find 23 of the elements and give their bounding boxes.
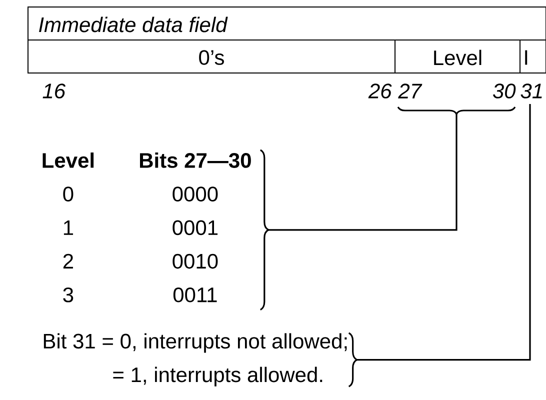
note-text: = 1, interrupts allowed. <box>113 366 322 386</box>
bracket-connector <box>348 104 531 388</box>
table-cell: Level <box>42 152 94 168</box>
field-box: 0’s <box>28 40 396 74</box>
bit-number: 27 <box>398 84 422 98</box>
table-cell: 2 <box>63 254 73 268</box>
note-text: Bit 31 = 0, interrupts not allowed; <box>44 333 347 353</box>
field-box: Level <box>394 40 520 74</box>
field-header: Immediate data field <box>28 6 546 40</box>
table-cell: Bits 27—30 <box>140 152 251 168</box>
table-cell: 0011 <box>173 287 217 302</box>
field-box: I <box>520 40 546 74</box>
table-cell: 0000 <box>172 186 218 202</box>
table-cell: 1 <box>64 220 73 235</box>
table-cell: 0 <box>63 186 74 202</box>
table-cell: 3 <box>63 287 74 302</box>
bracket-connector <box>260 106 516 310</box>
table-cell: 0010 <box>172 254 218 269</box>
bit-number: 16 <box>42 84 66 98</box>
bit-number: 31 <box>520 84 542 98</box>
table-cell: 0001 <box>172 220 218 236</box>
bit-number: 30 <box>492 84 516 98</box>
bit-number: 26 <box>368 84 392 98</box>
